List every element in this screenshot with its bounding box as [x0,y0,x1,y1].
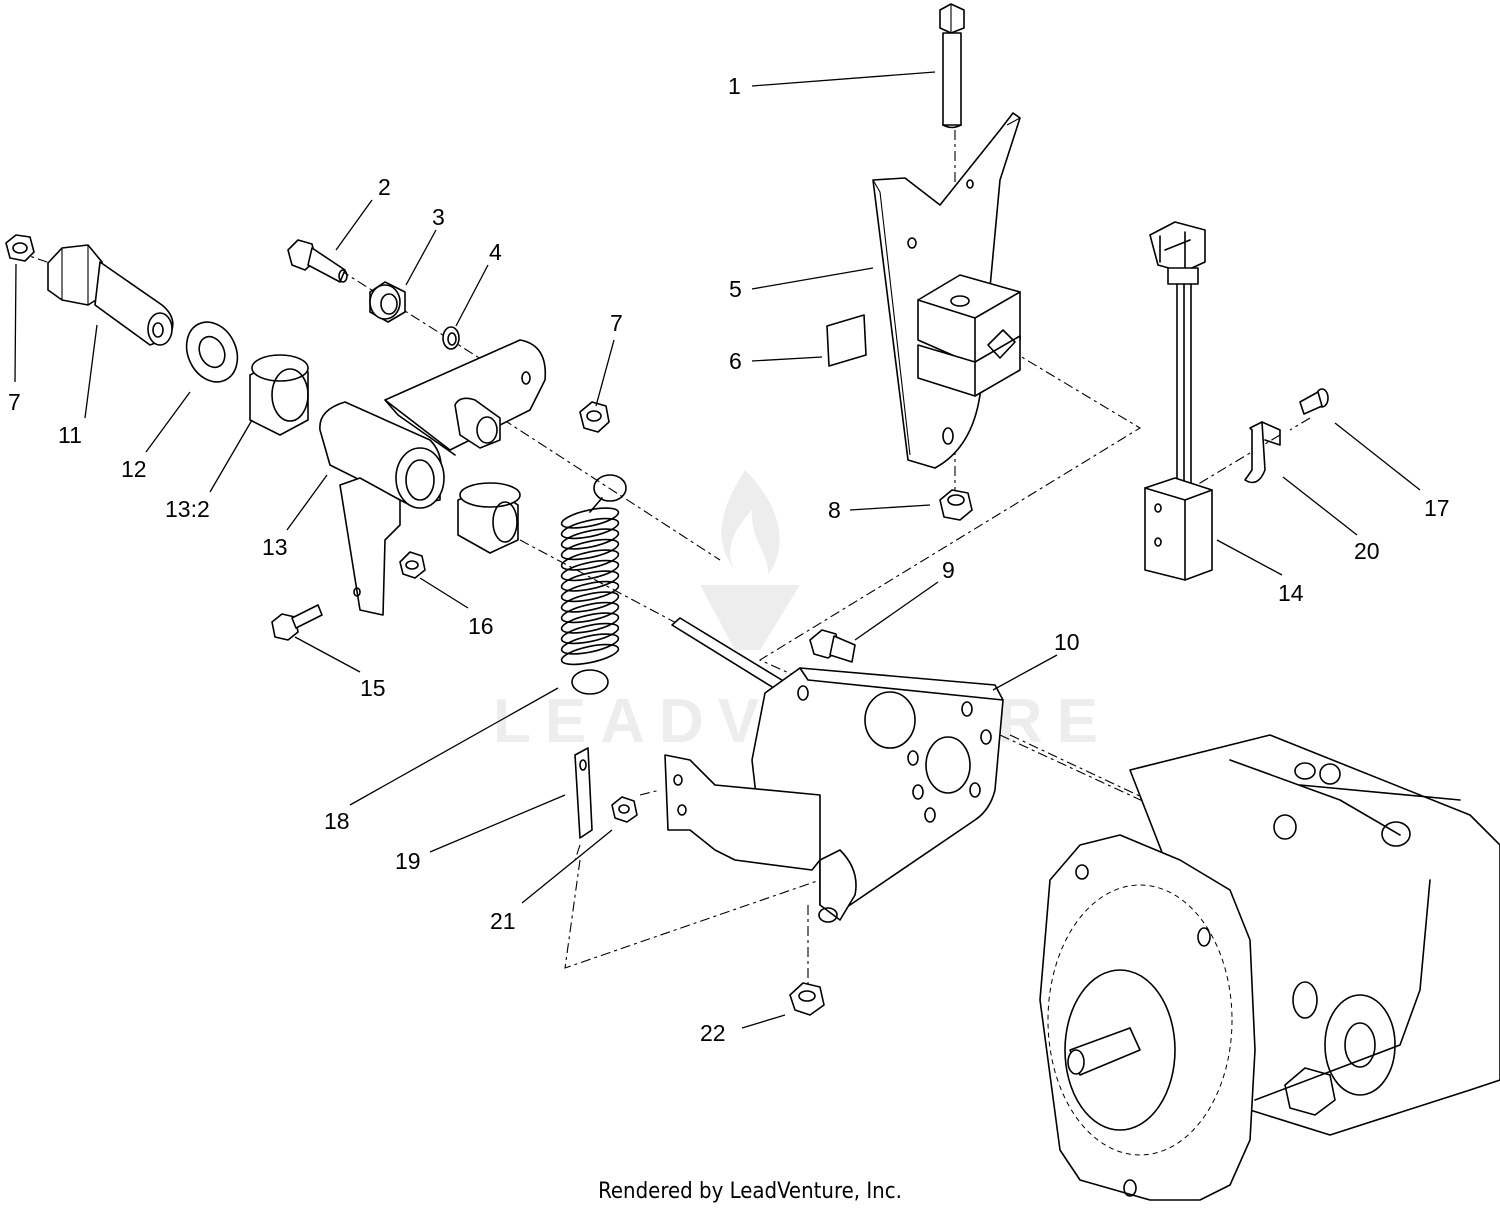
part-21-nut [611,796,638,823]
spring-coil [560,580,620,603]
part-5-bracket [872,112,1021,469]
part-16-nut [399,551,426,579]
footer-credit: Rendered by LeadVenture, Inc. [598,1179,902,1204]
part-8-nut [939,489,973,521]
callout-2: 2 [378,174,391,200]
part-11-pivot-shaft [47,244,174,346]
callout-11: 11 [58,422,82,448]
part-18-spring [560,474,627,695]
part-4-washer [442,326,460,350]
callout-22: 22 [700,1020,726,1046]
spring-coil [560,633,620,655]
callout-21: 21 [490,908,516,934]
part-15-bolt [271,604,323,641]
callout-13-2: 13:2 [165,496,210,522]
callout-14: 14 [1278,580,1304,606]
part-12-washer [185,321,239,383]
spring-coil [560,528,620,550]
spring-coil [560,559,620,582]
spring-coil [560,570,620,592]
callout-7-right: 7 [610,310,623,336]
callout-16: 16 [468,613,494,639]
part-10-plate [664,667,1004,923]
callout-9: 9 [942,557,955,583]
spring-coil [560,507,620,529]
leadventure-flame-logo-icon [700,470,800,650]
callout-13: 13 [262,534,288,560]
part-19-rod [574,747,593,839]
spring-coil [560,549,620,571]
spring-coil [560,538,620,561]
callout-8: 8 [828,497,841,523]
callout-7-left: 7 [8,389,21,415]
callout-12: 12 [121,456,147,482]
spring-coil [560,612,620,634]
part-17-screw [1299,388,1329,415]
spring-coil [560,517,620,540]
part-13-2-bushing [249,354,309,436]
part-14-sensor [1144,221,1213,581]
part-13-pivot-arm [319,339,547,616]
callout-1: 1 [728,73,741,99]
callout-18: 18 [324,808,350,834]
spring-coil [560,622,620,645]
spring-coil [560,601,620,624]
callout-17: 17 [1424,495,1450,521]
part-3-spacer [369,281,406,323]
spring-coil [560,643,620,666]
callout-20: 20 [1354,538,1380,564]
callouts: 1 2 3 4 5 6 7 7 8 9 10 11 12 13:2 13 14 … [8,73,1450,1046]
spring-coil [560,591,620,613]
callout-19: 19 [395,848,421,874]
callout-3: 3 [432,204,445,230]
callout-10: 10 [1054,629,1080,655]
part-7-right-nut [579,401,610,433]
hydraulic-pump [1039,734,1500,1201]
callout-6: 6 [729,348,742,374]
leader-lines [14,71,1421,1029]
callout-5: 5 [729,276,742,302]
callout-4: 4 [489,239,502,265]
part-1-bolt [939,3,965,129]
part-2-bolt [287,239,348,283]
part-13-bushing-right [457,482,521,554]
part-9-bolt [671,617,856,694]
callout-15: 15 [360,675,386,701]
part-20-clip [1244,421,1281,484]
part-6-plate [826,314,867,367]
part-22-nut [789,982,825,1016]
part-7-left-nut [5,234,35,262]
